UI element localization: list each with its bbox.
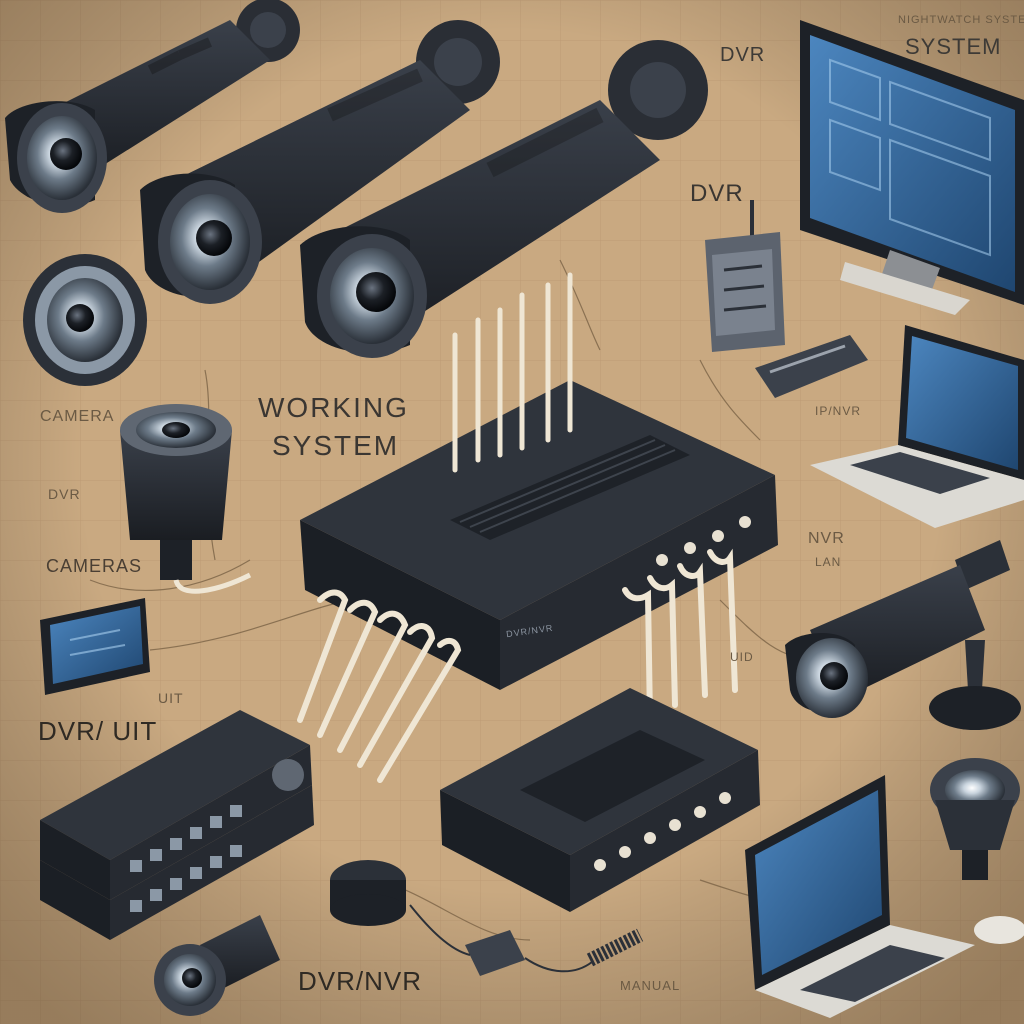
router-icon [300,380,778,690]
laptop-icon [745,775,975,1018]
uit-label: UIT [158,690,184,706]
dvr-top-label: DVR [720,44,766,66]
working-label: WORKING [258,392,409,423]
system-small-label: NIGHTWATCH SYSTEM [898,14,1024,26]
dvr-nvr-label: DVR/NVR [298,966,423,996]
dome-camera-icon [330,860,406,926]
dvr-left-small-label: DVR [48,486,81,502]
dvr-mid-label: DVR [690,180,744,207]
cameras-label: CAMERAS [46,556,143,576]
ip-nvr-label: IP/NVR [815,404,862,418]
cable-bundle [297,548,738,783]
bullet-camera-icon [5,0,300,213]
laptop-icon [810,325,1024,528]
dvr-unit-label: DVR/ UIT [38,716,158,746]
adapter-icon [409,904,644,976]
nvr-right-label: NVR [808,530,845,547]
dome-camera-icon [120,404,252,594]
monitor-icon [40,598,150,695]
dome-camera-icon [930,758,1020,880]
wifi-device-icon [705,200,785,352]
nvr-recorder-icon [440,688,760,912]
system-label: SYSTEM [905,34,1002,59]
dvr-recorder-icon [40,710,314,940]
monitor-icon [800,20,1024,315]
bullet-camera-icon [140,20,500,304]
camera-left-label: CAMERA [40,408,115,425]
bullet-camera-icon [154,915,280,1016]
system-center-label: SYSTEM [272,430,400,461]
bullet-camera-icon [785,540,1021,730]
uid-label: UID [730,650,754,664]
mouse-icon [974,916,1024,944]
bullet-camera-icon [300,40,708,358]
manual-label: MANUAL [620,978,681,993]
cable-bundle [452,272,573,473]
adapter-icon [755,335,868,398]
lan-right-label: LAN [815,555,842,569]
dome-camera-icon [23,254,147,386]
